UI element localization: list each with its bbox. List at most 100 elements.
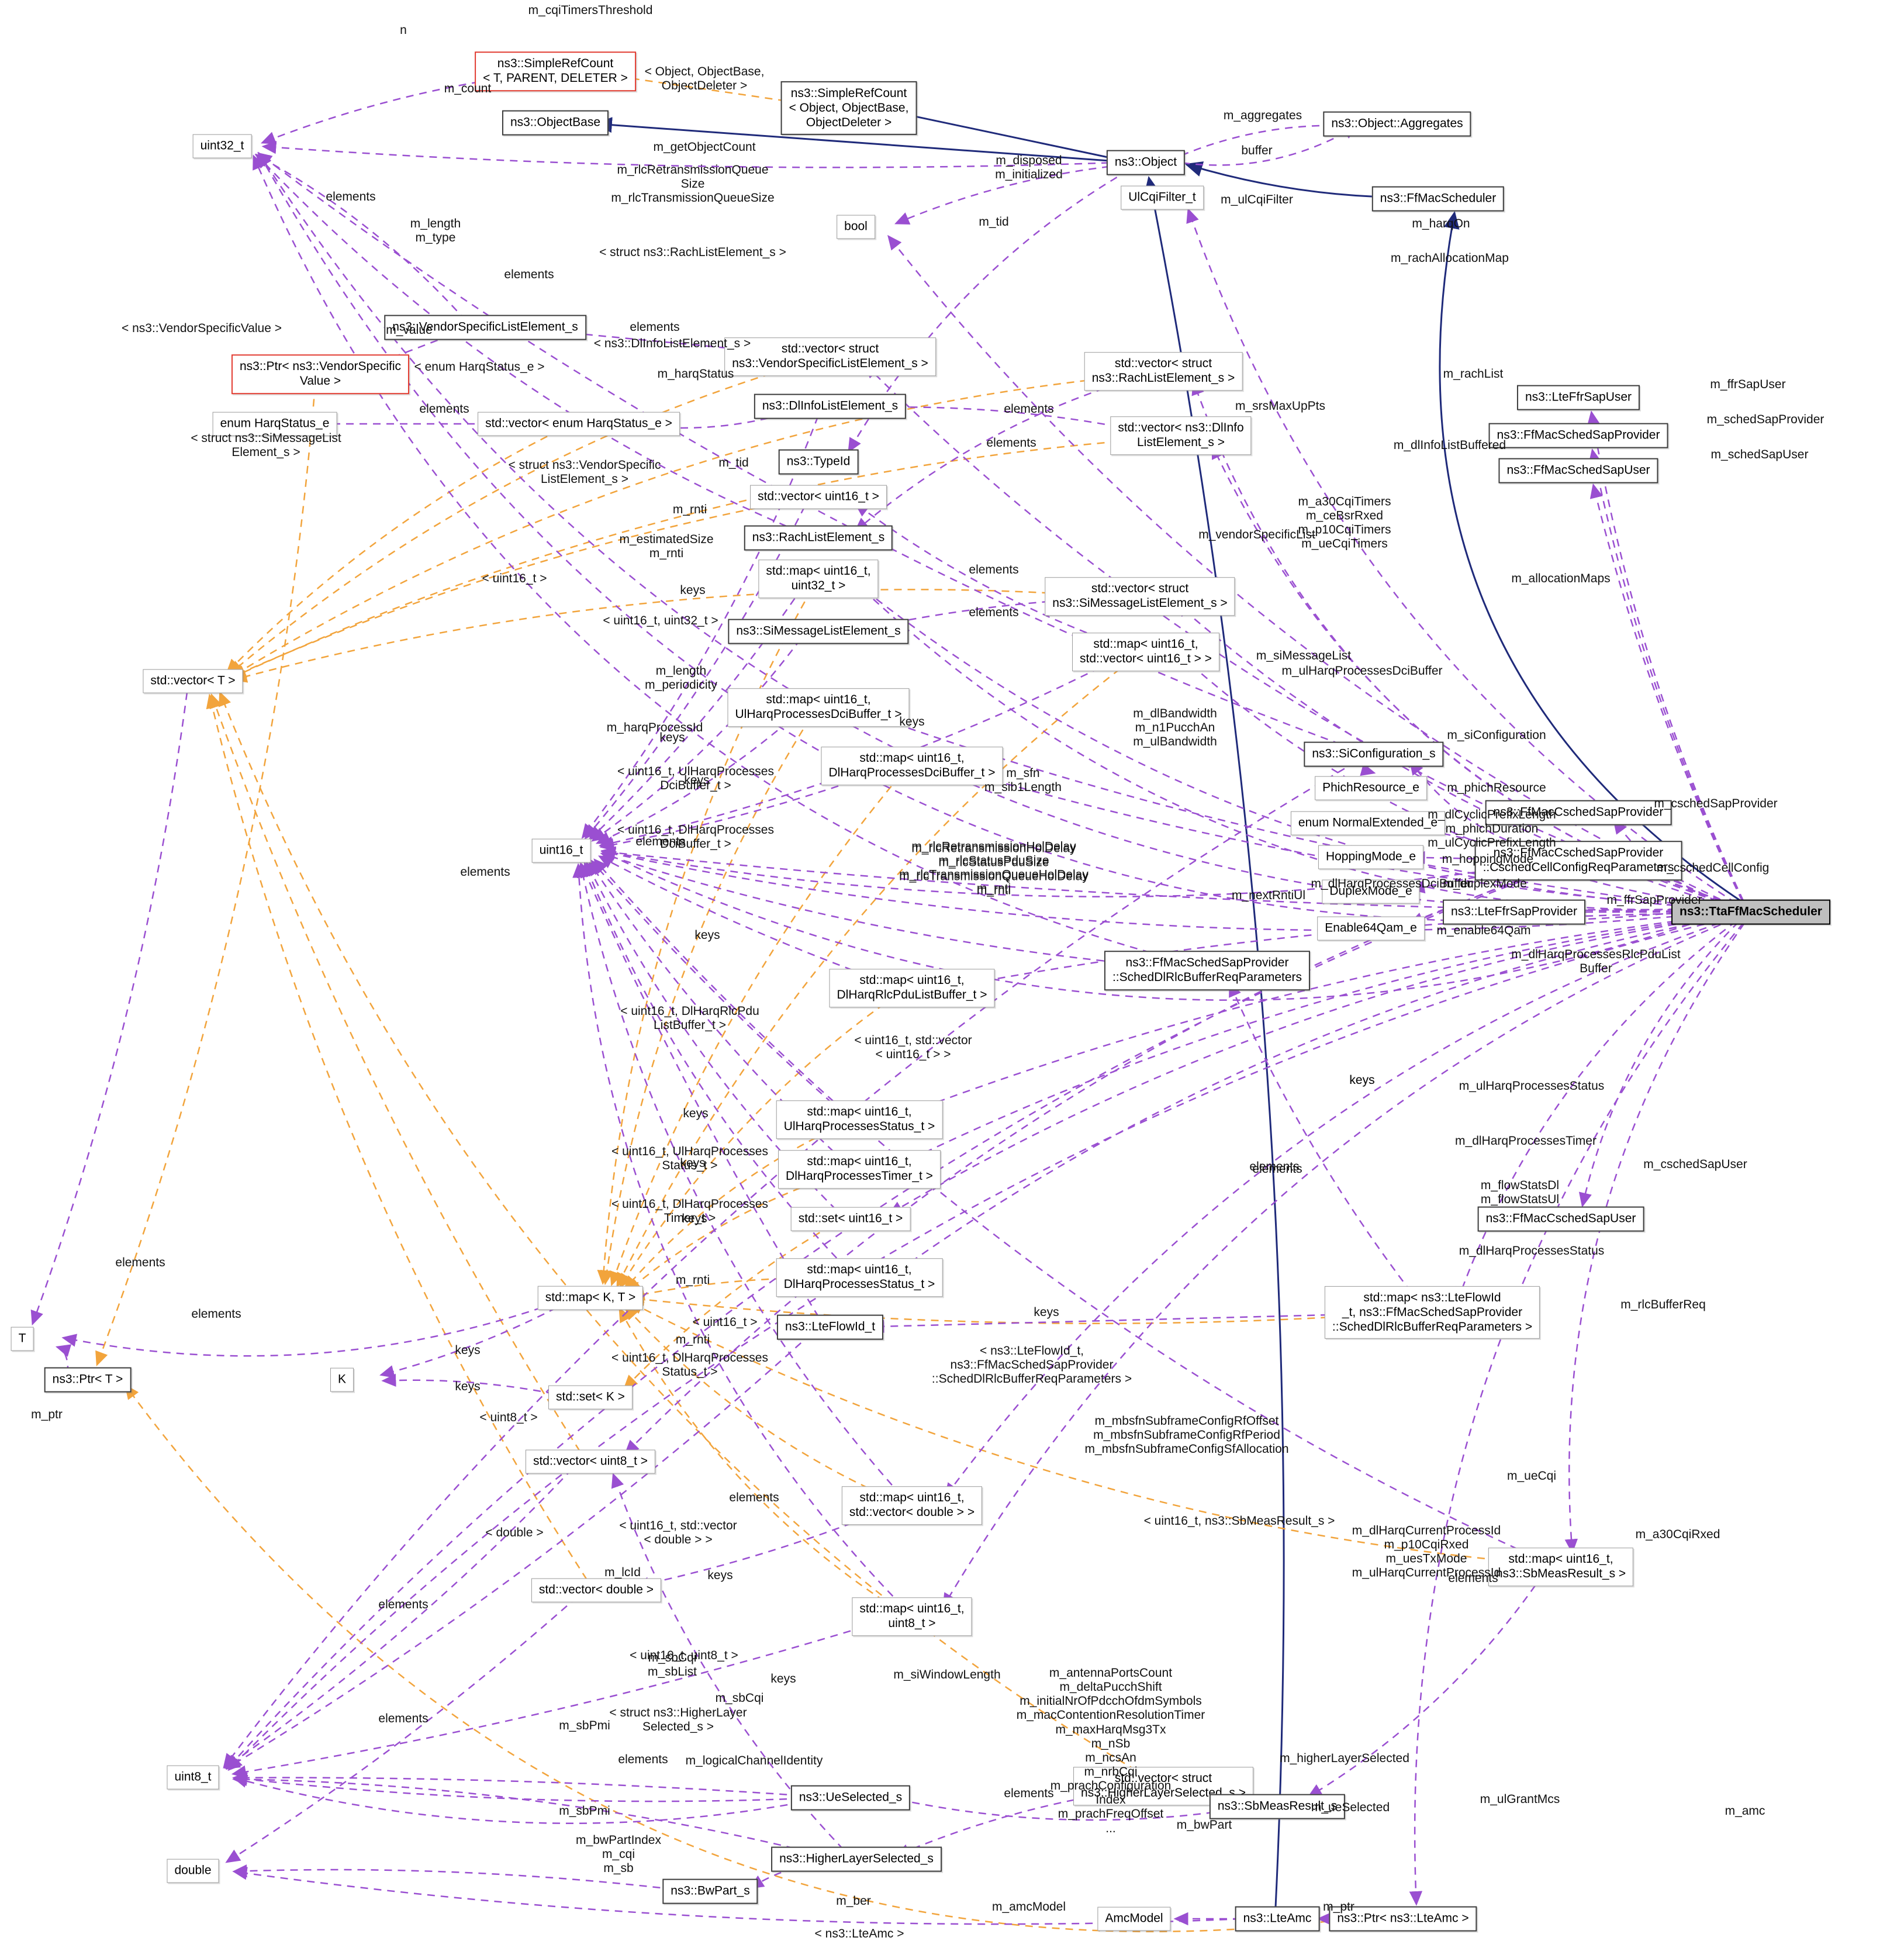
node-schedlrlc[interactable]: ns3::FfMacSchedSapProvider ::SchedDlRlcB… [1104,951,1311,990]
edge-siconfig-uint8 [223,761,1357,1769]
node-higherlayersel[interactable]: ns3::HigherLayerSelected_s [771,1846,942,1872]
node-hopping[interactable]: HoppingMode_e [1318,845,1424,869]
edge-tta-map_u16_vecu16 [1182,657,1730,909]
node-vec_u16[interactable]: std::vector< uint16_t > [750,485,887,509]
edge-vec_dlinfo-dlinfo_el [869,400,1158,436]
node-vec_u8[interactable]: std::vector< uint8_t > [525,1449,656,1474]
edge-cschedcellcfg-uint8 [226,866,1560,1770]
node-cschedcellcfg[interactable]: ns3::FfMacCschedSapProvider ::CschedCell… [1474,841,1682,880]
node-lteflowid[interactable]: ns3::LteFlowId_t [776,1314,884,1340]
node-lteffrsapprovider[interactable]: ns3::LteFfrSapProvider [1443,899,1585,925]
node-map_ulharqdci[interactable]: std::map< uint16_t, UlHarqProcessesDciBu… [727,688,910,727]
node-typeid[interactable]: ns3::TypeId [778,449,859,475]
node-ffmacschedsapuser[interactable]: ns3::FfMacSchedSapUser [1498,458,1658,483]
node-ulcqifilter[interactable]: UlCqiFilter_t [1121,185,1204,210]
node-vec_harq[interactable]: std::vector< enum HarqStatus_e > [478,412,680,436]
node-cscheduser[interactable]: ns3::FfMacCschedSapUser [1477,1206,1644,1232]
edge-vec_u8-uint8 [223,1468,573,1769]
node-uint16[interactable]: uint16_t [531,838,591,863]
node-vec_t[interactable]: std::vector< T > [143,669,243,693]
node-dlinfo_el[interactable]: ns3::DlInfoListElement_s [754,393,907,419]
node-bool[interactable]: bool [837,215,875,239]
node-vec_simsg[interactable]: std::vector< struct ns3::SiMessageListEl… [1045,577,1235,616]
node-T[interactable]: T [11,1327,34,1351]
edge-tta-map_sbmeas [1564,923,1745,1554]
edge-map_u16_vecdouble-uint16 [576,862,902,1496]
node-map_dlharqtimer[interactable]: std::map< uint16_t, DlHarqProcessesTimer… [778,1150,941,1189]
node-map_dlharqdci[interactable]: std::map< uint16_t, DlHarqProcessesDciBu… [821,747,1003,785]
edge-map_sbmeas-sbmeas [1307,1574,1544,1798]
edge-map_u16_vecu16-uint16 [598,655,1124,849]
node-set_u16[interactable]: std::set< uint16_t > [790,1207,911,1231]
node-map_sbmeas[interactable]: std::map< uint16_t, ns3::SbMeasResult_s … [1488,1548,1634,1586]
edge-ptr_lteamc-ptr_t [125,1384,1382,1933]
edge-tta-map_dlharqtimer [897,914,1729,1166]
edge-dlinfo_el-uint16 [581,416,819,839]
edge-ptr_vsv-ptr_t [95,385,316,1367]
edge-tta-vec_vsle [864,363,1732,907]
edge-rach_el-uint32 [255,153,800,533]
node-lteffrsapuser[interactable]: ns3::LteFfrSapUser [1516,385,1640,410]
edge-map_u16_u8-map_kt [618,1307,896,1609]
node-src_obj[interactable]: ns3::SimpleRefCount < Object, ObjectBase… [780,81,917,136]
node-vec_dlinfo[interactable]: std::vector< ns3::DlInfo ListElement_s > [1110,416,1252,455]
node-vec_rach[interactable]: std::vector< struct ns3::RachListElement… [1084,352,1243,391]
node-map_u16_vecdouble[interactable]: std::map< uint16_t, std::vector< double … [841,1486,983,1525]
node-map_u16_u8[interactable]: std::map< uint16_t, uint8_t > [852,1597,972,1636]
node-map_dlharqstatus[interactable]: std::map< uint16_t, DlHarqProcessesStatu… [776,1258,943,1297]
node-vsle[interactable]: ns3::VendorSpecificListElement_s [384,315,586,340]
node-rach_el[interactable]: ns3::RachListElement_s [744,525,893,551]
node-bwpart[interactable]: ns3::BwPart_s [662,1878,758,1904]
node-vec_double[interactable]: std::vector< double > [531,1578,662,1602]
edge-tta-map_dlharqrlcpdu [951,912,1728,991]
node-ptr_vsv[interactable]: ns3::Ptr< ns3::VendorSpecific Value > [231,354,410,394]
node-src_t[interactable]: ns3::SimpleRefCount < T, PARENT, DELETER… [475,51,636,91]
node-duplex[interactable]: DuplexMode_e [1322,879,1420,904]
node-map_ulharqstatus[interactable]: std::map< uint16_t, UlHarqProcessesStatu… [776,1100,943,1139]
edge-tta-cscheduser [1578,921,1739,1208]
edge-tta-vec_simsg [1175,602,1730,908]
edge-tta-ffmacschedsapprovider [1588,448,1744,902]
node-double[interactable]: double [167,1859,219,1883]
node-map_dlharqrlcpdu[interactable]: std::map< uint16_t, DlHarqRlcPduListBuff… [829,969,995,1007]
node-vec_vsle[interactable]: std::vector< struct ns3::VendorSpecificL… [724,337,936,376]
node-uint8[interactable]: uint8_t [167,1765,219,1790]
edge-map_ulharqdci-map_kt [600,717,811,1286]
node-vec_higher[interactable]: std::vector< struct ns3::HigherLayerSele… [1073,1767,1253,1805]
node-map_flowid[interactable]: std::map< ns3::LteFlowId _t, ns3::FfMacS… [1324,1286,1540,1339]
node-amcmodel[interactable]: AmcModel [1097,1907,1171,1931]
node-objectbase[interactable]: ns3::ObjectBase [502,110,609,136]
edge-vec_simsg-vec_t [232,589,1117,683]
node-cschedprov[interactable]: ns3::FfMacCschedSapProvider [1485,800,1672,826]
node-ffmacschedsapprovider[interactable]: ns3::FfMacSchedSapProvider [1488,423,1668,448]
node-ptr_t[interactable]: ns3::Ptr< T > [44,1367,132,1393]
edge-tta-map_dlharqstatus [896,916,1730,1273]
node-uint32[interactable]: uint32_t [192,134,252,158]
node-simsg_el[interactable]: ns3::SiMessageListElement_s [728,619,909,644]
node-enum_harq[interactable]: enum HarqStatus_e [212,412,337,436]
node-normalext[interactable]: enum NormalExtended_e [1290,811,1446,835]
node-ptr_lteamc[interactable]: ns3::Ptr< ns3::LteAmc > [1329,1906,1477,1932]
node-K[interactable]: K [330,1367,354,1392]
edge-tta-uint16 [600,846,1728,913]
node-object[interactable]: ns3::Object [1106,150,1186,175]
node-phich[interactable]: PhichResource_e [1315,776,1427,800]
edge-tta-map_ulharqstatus [897,914,1729,1118]
node-lteamc[interactable]: ns3::LteAmc [1235,1906,1320,1932]
edge-map_flowid-map_kt [630,1293,1409,1325]
node-ffmacscheduler[interactable]: ns3::FfMacScheduler [1371,186,1505,212]
node-sbmeas[interactable]: ns3::SbMeasResult_s [1209,1794,1346,1819]
node-tta[interactable]: ns3::TtaFfMacScheduler [1671,899,1830,925]
node-enable64[interactable]: Enable64Qam_e [1317,916,1425,941]
node-aggregates[interactable]: ns3::Object::Aggregates [1323,111,1471,137]
node-siconfig[interactable]: ns3::SiConfiguration_s [1304,741,1444,767]
edge-lteflowid-uint8 [225,1333,812,1770]
node-set_k[interactable]: std::set< K > [548,1385,633,1410]
node-map_u16_u32[interactable]: std::map< uint16_t, uint32_t > [758,559,879,598]
node-map_u16_vecu16[interactable]: std::map< uint16_t, std::vector< uint16_… [1072,633,1219,671]
edge-map_dlharqrlcpdu-uint16 [597,855,891,985]
node-ueselected[interactable]: ns3::UeSelected_s [790,1785,911,1811]
node-map_kt[interactable]: std::map< K, T > [537,1286,644,1310]
edge-sbmeas-ueselected [890,1794,1255,1821]
